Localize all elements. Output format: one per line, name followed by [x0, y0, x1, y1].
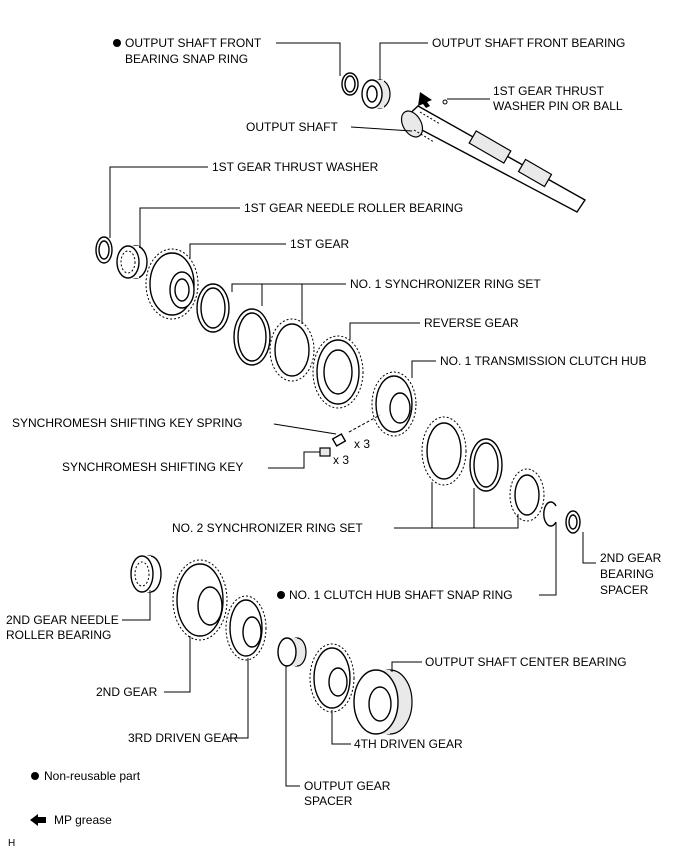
label-gear-1st: 1ST GEAR — [290, 237, 349, 251]
label-shifting-key-qty: x 3 — [333, 453, 349, 467]
front-bearing-part — [361, 79, 391, 109]
label-thrust-washer: 1ST GEAR THRUST WASHER — [212, 160, 379, 174]
non-reusable-bullet-icon — [277, 591, 285, 599]
label-needle-bearing-2nd-1: 2ND GEAR NEEDLE — [6, 613, 119, 627]
label-sync-ring-2: NO. 2 SYNCHRONIZER RING SET — [172, 521, 363, 535]
label-driven-4th: 4TH DRIVEN GEAR — [354, 737, 463, 751]
label-snap-ring-front-1: OUTPUT SHAFT FRONT — [125, 36, 262, 50]
label-reverse-gear: REVERSE GEAR — [424, 316, 519, 330]
label-center-bearing: OUTPUT SHAFT CENTER BEARING — [425, 655, 627, 669]
shifting-key-part — [319, 447, 331, 457]
label-gear-spacer-1: OUTPUT GEAR — [304, 779, 391, 793]
label-key-spring: SYNCHROMESH SHIFTING KEY SPRING — [12, 416, 242, 430]
sync-ring-1-part — [196, 283, 315, 382]
driven-3rd-part — [225, 595, 267, 661]
label-front-bearing: OUTPUT SHAFT FRONT BEARING — [432, 36, 625, 50]
label-key-spring-qty: x 3 — [354, 437, 370, 451]
legend-non-reusable: Non-reusable part — [44, 769, 141, 783]
driven-4th-part — [309, 643, 355, 713]
non-reusable-bullet-icon — [113, 39, 121, 47]
label-hub-snap-ring: NO. 1 CLUTCH HUB SHAFT SNAP RING — [289, 588, 513, 602]
gear-1st-part — [145, 248, 199, 320]
label-driven-3rd: 3RD DRIVEN GEAR — [128, 731, 238, 745]
clutch-hub-part — [371, 371, 417, 437]
corner-mark: H — [8, 838, 15, 849]
label-needle-bearing-1st: 1ST GEAR NEEDLE ROLLER BEARING — [244, 201, 463, 215]
label-needle-bearing-2nd-2: ROLLER BEARING — [6, 628, 111, 642]
legend-arrow-icon — [30, 814, 46, 826]
front-snap-ring-part — [341, 72, 359, 96]
label-sync-ring-1: NO. 1 SYNCHRONIZER RING SET — [350, 277, 541, 291]
label-gear-spacer-2: SPACER — [304, 794, 353, 808]
label-spacer-2nd-3: SPACER — [600, 583, 649, 597]
spacer-2nd-part — [565, 510, 581, 534]
grease-arrow-icon — [418, 92, 432, 108]
thrust-washer-part — [95, 236, 113, 264]
label-gear-2nd: 2ND GEAR — [96, 685, 158, 699]
hub-snap-ring-part — [543, 501, 557, 527]
output-shaft-part — [400, 105, 587, 213]
sync-ring-2-part — [421, 416, 545, 522]
label-thrust-pin-1: 1ST GEAR THRUST — [493, 84, 605, 98]
thrust-pin-part — [442, 99, 448, 105]
label-snap-ring-front-2: BEARING SNAP RING — [125, 52, 248, 66]
reverse-gear-part — [312, 335, 364, 409]
legend: Non-reusable part MP grease — [30, 769, 141, 827]
needle-bearing-1st-part — [116, 245, 148, 279]
label-thrust-pin-2: WASHER PIN OR BALL — [493, 99, 623, 113]
center-bearing-part — [353, 669, 413, 735]
label-shifting-key: SYNCHROMESH SHIFTING KEY — [62, 460, 243, 474]
label-clutch-hub: NO. 1 TRANSMISSION CLUTCH HUB — [440, 354, 646, 368]
label-spacer-2nd-1: 2ND GEAR — [600, 551, 662, 565]
gear-2nd-part — [172, 559, 228, 641]
gear-spacer-part — [277, 637, 307, 667]
label-spacer-2nd-2: BEARING — [600, 567, 654, 581]
legend-bullet-icon — [31, 772, 39, 780]
needle-bearing-2nd-part — [130, 555, 162, 593]
key-spring-part — [331, 433, 347, 447]
legend-mp-grease: MP grease — [54, 813, 112, 827]
leader-lines — [109, 42, 596, 787]
label-output-shaft: OUTPUT SHAFT — [246, 120, 338, 134]
